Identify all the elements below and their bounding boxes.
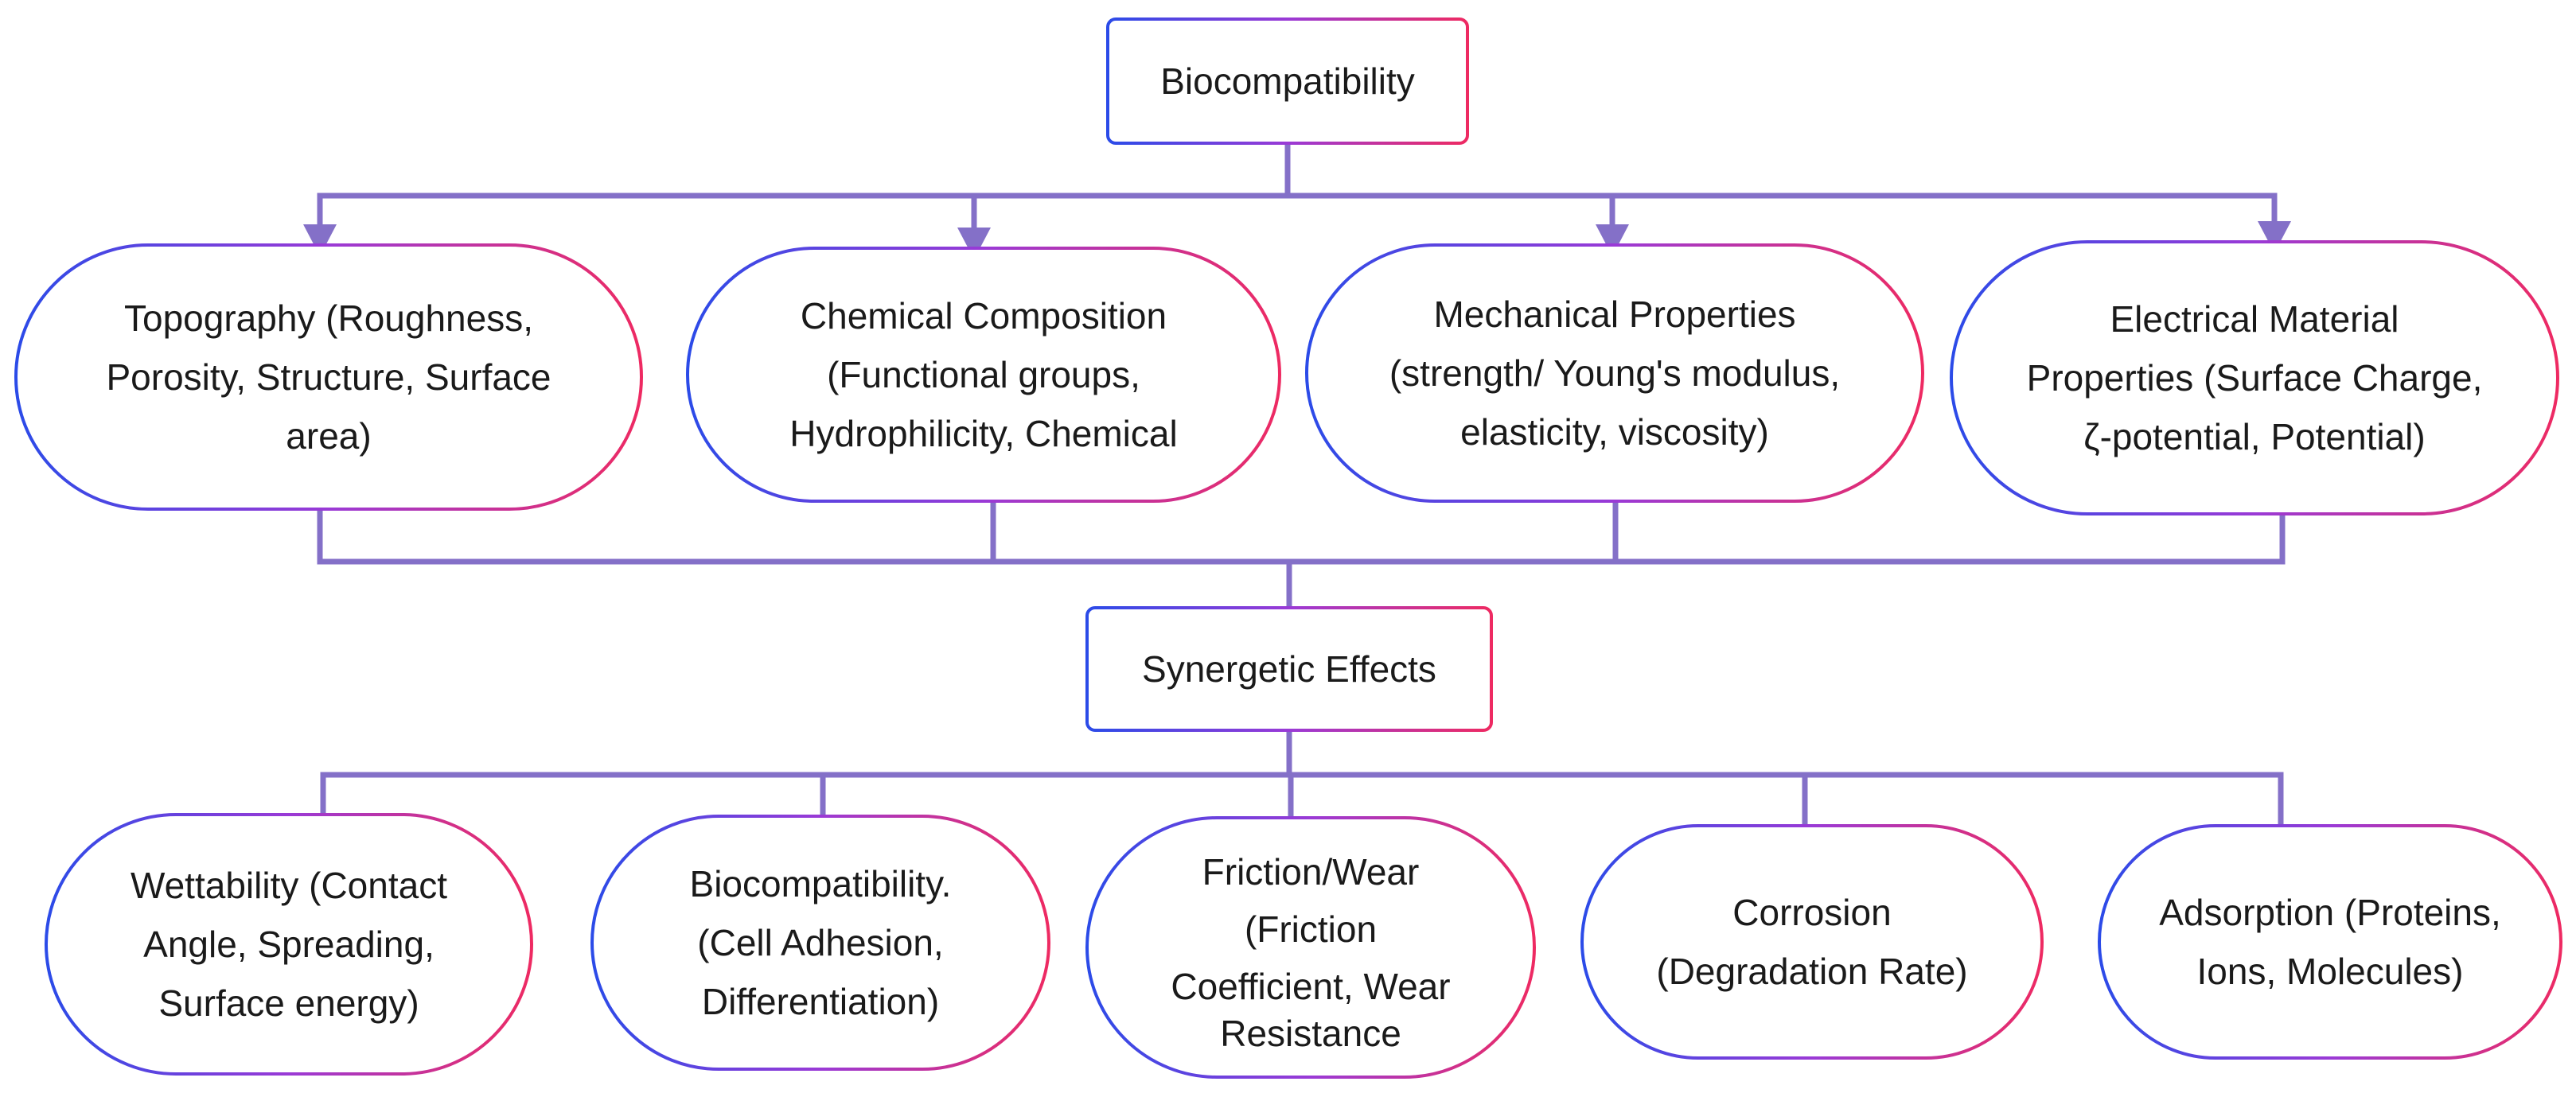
property-line: Mechanical Properties xyxy=(1433,294,1796,335)
root-node-biocompatibility: Biocompatibility xyxy=(1106,18,1469,145)
arrowhead xyxy=(303,224,337,256)
root-node-label: Biocompatibility xyxy=(1160,60,1415,102)
effect-node-biocompatibility: Biocompatibility. (Cell Adhesion, Differ… xyxy=(590,815,1050,1071)
effect-line: Coefficient, Wear xyxy=(1171,966,1451,1007)
node-border xyxy=(1580,824,2044,1060)
effect-node-adsorption: Adsorption (Proteins, Ions, Molecules) xyxy=(2098,824,2562,1060)
property-node-electrical-material-properties: Electrical Material Properties (Surface … xyxy=(1950,240,2559,515)
node-border xyxy=(45,813,533,1076)
effect-line: Corrosion xyxy=(1732,892,1892,933)
property-line: Electrical Material xyxy=(2110,298,2399,340)
node-border xyxy=(1106,18,1469,145)
effect-line: Resistance xyxy=(1220,1013,1401,1054)
effect-line: (Degradation Rate) xyxy=(1656,951,1968,992)
effect-node-wettability: Wettability (Contact Angle, Spreading, S… xyxy=(45,813,533,1076)
node-border xyxy=(1950,240,2559,515)
node-border xyxy=(2098,824,2562,1060)
effect-line: Biocompatibility. xyxy=(689,863,952,904)
property-line: (Functional groups, xyxy=(827,354,1140,395)
property-line: Chemical Composition xyxy=(800,295,1167,336)
node-border xyxy=(1085,606,1493,732)
property-node-chemical-composition: Chemical Composition (Functional groups,… xyxy=(686,247,1281,503)
property-line: (strength/ Young's modulus, xyxy=(1389,352,1841,394)
effect-line: Surface energy) xyxy=(158,982,419,1024)
property-line: area) xyxy=(286,415,372,457)
node-border xyxy=(686,247,1281,503)
node-border xyxy=(14,243,643,511)
effect-line: Ions, Molecules) xyxy=(2196,951,2464,992)
property-node-mechanical-properties: Mechanical Properties (strength/ Young's… xyxy=(1305,243,1924,503)
effect-line: Angle, Spreading, xyxy=(143,924,435,965)
arrowhead xyxy=(1596,224,1629,256)
property-node-topography: Topography (Roughness, Porosity, Structu… xyxy=(14,243,643,511)
hub-node-synergetic-effects: Synergetic Effects xyxy=(1085,606,1493,732)
effect-line: Adsorption (Proteins, xyxy=(2159,892,2501,933)
effect-line: Differentiation) xyxy=(701,981,940,1022)
property-line: Topography (Roughness, xyxy=(124,298,533,339)
effect-line: (Friction xyxy=(1244,908,1378,950)
property-line: ζ-potential, Potential) xyxy=(2083,416,2426,457)
property-line: Hydrophilicity, Chemical xyxy=(789,413,1178,454)
arrowhead xyxy=(2258,221,2291,253)
property-line: Porosity, Structure, Surface xyxy=(106,356,551,398)
arrowhead xyxy=(957,228,991,259)
node-border xyxy=(590,815,1050,1071)
effect-line: Friction/Wear xyxy=(1202,851,1420,893)
property-line: Properties (Surface Charge, xyxy=(2026,357,2483,399)
property-line: elasticity, viscosity) xyxy=(1460,411,1769,453)
hub-node-label: Synergetic Effects xyxy=(1142,648,1436,690)
node-border xyxy=(1085,816,1536,1079)
effect-node-corrosion: Corrosion (Degradation Rate) xyxy=(1580,824,2044,1060)
effect-node-friction-wear: Friction/Wear (Friction Coefficient, Wea… xyxy=(1085,816,1536,1079)
effect-line: Wettability (Contact xyxy=(131,865,447,906)
node-border xyxy=(1305,243,1924,503)
effect-line: (Cell Adhesion, xyxy=(697,922,944,963)
